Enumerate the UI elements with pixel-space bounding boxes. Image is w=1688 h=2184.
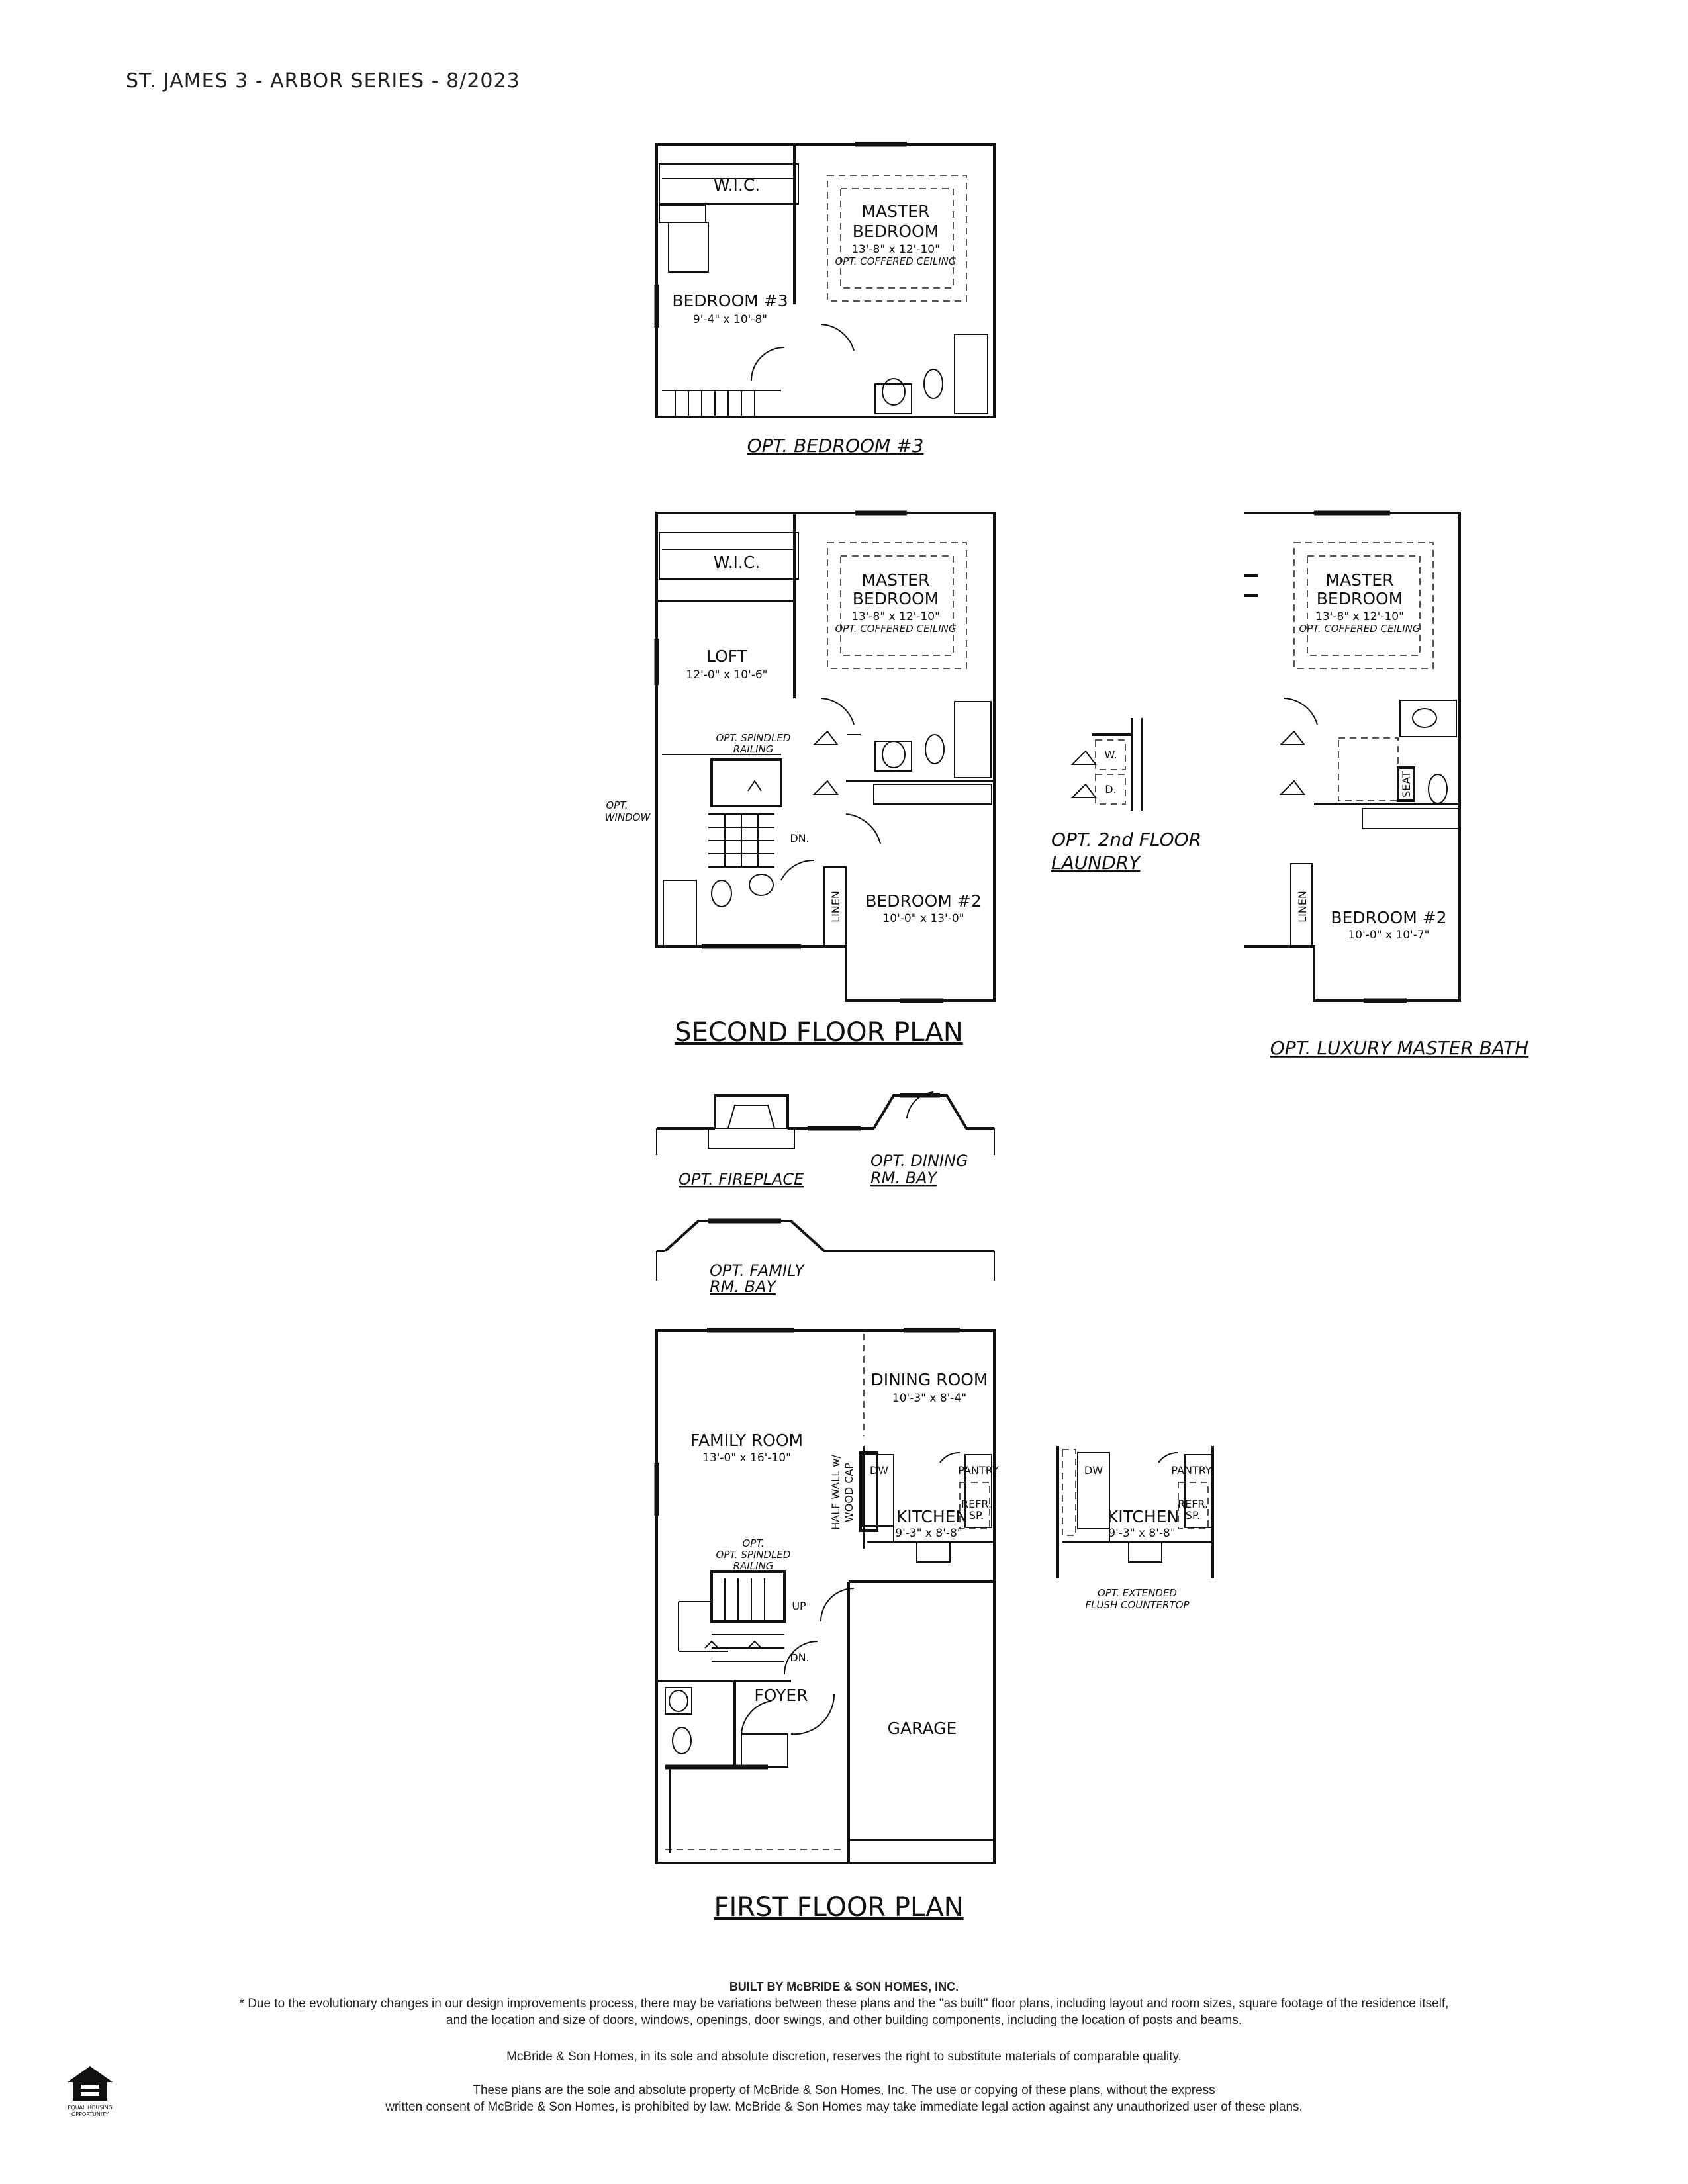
opt-bedroom3-title: OPT. BEDROOM #3 <box>747 435 924 457</box>
alt-pantry-label: PANTRY <box>1171 1464 1211 1477</box>
spindled-label-2: RAILING <box>733 743 774 755</box>
second-floor-title: SECOND FLOOR PLAN <box>675 1017 962 1048</box>
ext-countertop-label-1: OPT. EXTENDED <box>1098 1587 1177 1599</box>
lux-bedroom2-dims: 10'-0" x 10'-7" <box>1348 929 1429 942</box>
family-dims: 13'-0" x 16'-10" <box>702 1451 791 1465</box>
dining-dims: 10'-3" x 8'-4" <box>892 1392 966 1405</box>
lux-bedroom2-label: BEDROOM #2 <box>1331 908 1446 927</box>
property-line-1: These plans are the sole and absolute pr… <box>473 2083 1215 2097</box>
plan-header: ST. JAMES 3 - ARBOR SERIES - 8/2023 <box>126 69 520 93</box>
disclaimer-line-2: and the location and size of doors, wind… <box>446 2013 1242 2027</box>
bedroom3-label: BEDROOM #3 <box>672 291 788 310</box>
bedroom3-dims: 9'-4" x 10'-8" <box>693 313 767 326</box>
pantry-label: PANTRY <box>958 1464 998 1477</box>
opt-window-label-2: WINDOW <box>605 811 651 823</box>
coffered-label: OPT. COFFERED CEILING <box>835 255 956 267</box>
half-wall-label-2: WOOD CAP <box>843 1463 855 1523</box>
washer-label: W. <box>1104 749 1117 761</box>
master-dims-2: 13'-8" x 12'-10" <box>851 610 940 623</box>
wic-label-2: W.I.C. <box>714 553 761 572</box>
up-label: UP <box>792 1600 806 1612</box>
ff-dn-label: DN. <box>790 1651 809 1664</box>
dining-label: DINING ROOM <box>870 1370 988 1389</box>
dn-label: DN. <box>790 832 809 844</box>
opt-laundry-title-2: LAUNDRY <box>1051 852 1141 874</box>
opt-extended-countertop-plan: DW PANTRY REFR. SP. KITCHEN 9'-3" x 8'-8… <box>1056 1446 1214 1611</box>
master-dims: 13'-8" x 12'-10" <box>851 243 940 256</box>
kitchen-label: KITCHEN <box>896 1507 968 1526</box>
opt-bedroom3-plan: W.I.C. MASTER BEDROOM 13'-8" x 12'-10" O… <box>654 142 996 418</box>
opt-family-bay <box>656 1218 995 1281</box>
seat-label: SEAT <box>1400 771 1413 797</box>
wic-label: W.I.C. <box>714 175 761 195</box>
second-floor-plan: W.I.C. MASTER BEDROOM 13'-8" x 12'-10" O… <box>605 510 996 1003</box>
loft-label: LOFT <box>706 647 748 666</box>
refr-label-1: REFR. <box>961 1498 992 1510</box>
opt-fireplace-title: OPT. FIREPLACE <box>679 1170 804 1189</box>
equal-housing-logo: EQUAL HOUSING OPPORTUNITY <box>66 2065 114 2118</box>
linen-label-2: LINEN <box>1296 891 1309 923</box>
master-label-2b: BEDROOM <box>853 589 939 608</box>
built-by: BUILT BY McBRIDE & SON HOMES, INC. <box>729 1980 959 1993</box>
ff-spindled-2: RAILING <box>733 1560 774 1572</box>
opt-family-bay-title-2: RM. BAY <box>710 1277 778 1296</box>
bedroom2-label: BEDROOM #2 <box>865 891 981 911</box>
first-floor-plan: DINING ROOM 10'-3" x 8'-4" FAMILY ROOM 1… <box>654 1328 999 1864</box>
garage-label: GARAGE <box>888 1719 957 1738</box>
opt-dining-bay-title-1: OPT. DINING <box>870 1152 968 1170</box>
opt-luxury-master-bath-title: OPT. LUXURY MASTER BATH <box>1270 1037 1528 1059</box>
opt-dining-bay-title-2: RM. BAY <box>870 1169 939 1187</box>
master-label-1b: MASTER <box>862 570 930 590</box>
linen-label: LINEN <box>829 891 842 923</box>
loft-dims: 12'-0" x 10'-6" <box>686 668 767 682</box>
master-label-1: MASTER <box>862 202 930 221</box>
ff-spindled-1: OPT. SPINDLED <box>716 1549 791 1561</box>
dw-label: DW <box>870 1464 888 1477</box>
lux-master-dims: 13'-8" x 12'-10" <box>1315 610 1404 623</box>
eho-text: EQUAL HOUSING OPPORTUNITY <box>68 2105 113 2117</box>
alt-kitchen-dims: 9'-3" x 8'-8" <box>1108 1527 1175 1540</box>
disclaimer-line-1: * Due to the evolutionary changes in our… <box>239 1997 1449 2011</box>
foyer-label: FOYER <box>754 1686 808 1705</box>
alt-dw-label: DW <box>1084 1464 1103 1477</box>
equal-housing-icon <box>68 2066 113 2101</box>
floor-plan-drawing: W.I.C. MASTER BEDROOM 13'-8" x 12'-10" O… <box>605 142 1528 1923</box>
opt-laundry-plan: W. D. <box>1070 718 1143 811</box>
dryer-label: D. <box>1105 783 1116 796</box>
opt-luxury-master-bath-plan: MASTER BEDROOM 13'-8" x 12'-10" OPT. COF… <box>1244 510 1461 1003</box>
alt-refr-label-1: REFR. <box>1178 1498 1208 1510</box>
master-label-2: BEDROOM <box>853 222 939 241</box>
half-wall-label-1: HALF WALL w/ <box>829 1455 842 1530</box>
opt-laundry-title-1: OPT. 2nd FLOOR <box>1051 829 1201 850</box>
lux-coffered-label: OPT. COFFERED CEILING <box>1299 623 1420 635</box>
ff-spindled-opt: OPT. <box>742 1537 764 1549</box>
first-floor-title: FIRST FLOOR PLAN <box>714 1892 963 1923</box>
opt-fireplace-dining-bay <box>656 1091 995 1155</box>
refr-label-2: SP. <box>969 1509 984 1522</box>
bedroom2-dims: 10'-0" x 13'-0" <box>882 912 964 925</box>
alt-kitchen-label: KITCHEN <box>1107 1507 1179 1526</box>
family-label: FAMILY ROOM <box>690 1431 803 1450</box>
lux-master-label-1: MASTER <box>1326 570 1394 590</box>
alt-refr-label-2: SP. <box>1186 1509 1200 1522</box>
property-line-2: written consent of McBride & Son Homes, … <box>385 2100 1303 2114</box>
opt-family-bay-title-1: OPT. FAMILY <box>710 1261 806 1280</box>
opt-window-label-1: OPT. <box>606 799 628 811</box>
spindled-label-1: OPT. SPINDLED <box>716 732 791 744</box>
kitchen-dims: 9'-3" x 8'-8" <box>895 1527 962 1540</box>
ext-countertop-label-2: FLUSH COUNTERTOP <box>1085 1599 1190 1611</box>
discretion-line: McBride & Son Homes, in its sole and abs… <box>506 2050 1182 2064</box>
lux-master-label-2: BEDROOM <box>1317 589 1403 608</box>
footer: BUILT BY McBRIDE & SON HOMES, INC. * Due… <box>0 1979 1688 2115</box>
coffered-label-2: OPT. COFFERED CEILING <box>835 623 956 635</box>
